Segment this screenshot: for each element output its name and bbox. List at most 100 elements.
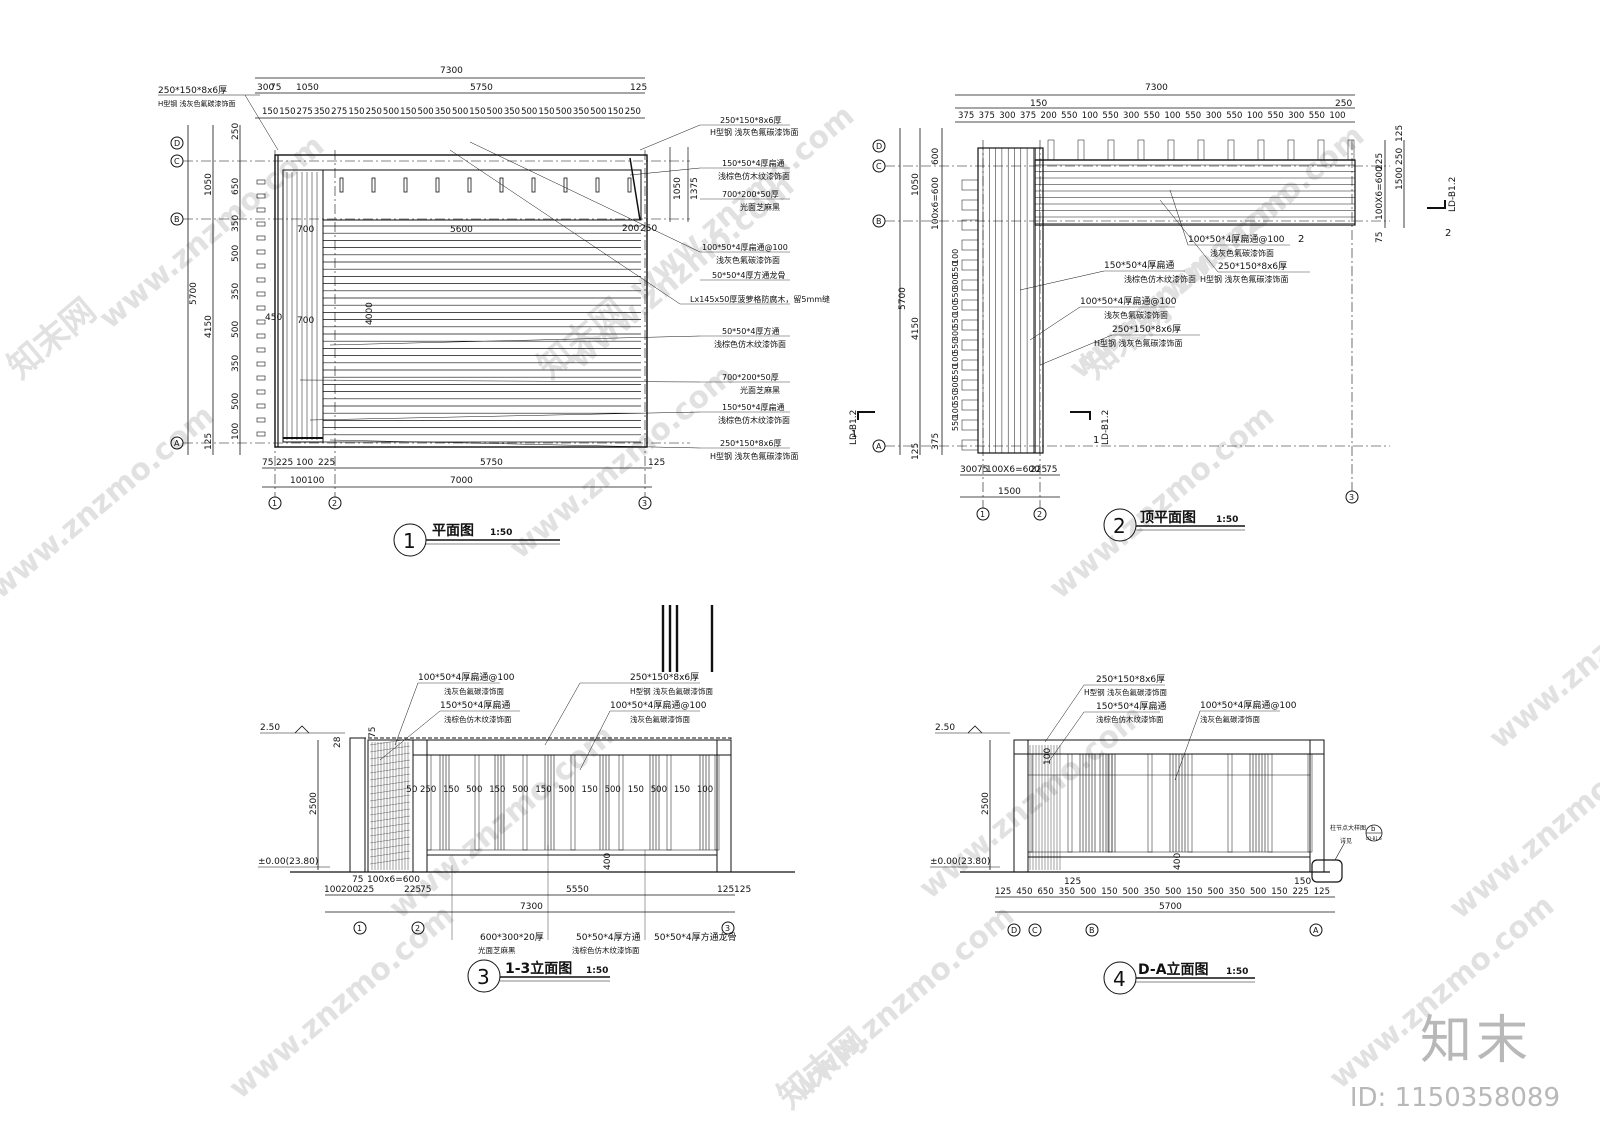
edge-block (256, 179, 266, 185)
dim-text: 150 (628, 785, 644, 795)
dim-text: 550 (1267, 111, 1283, 121)
axis-label: 2 (415, 924, 420, 933)
elev13-dims-bottom: 100 200 225 75 100x6=600 225 75 5550 125… (324, 875, 751, 913)
note-text: 光面芝麻黑 (740, 202, 780, 212)
leader (309, 411, 701, 421)
leader (1159, 199, 1219, 273)
watermark-text: www.znzmo.com (1133, 118, 1371, 326)
dim-text: 400 (1173, 853, 1183, 870)
dim-text: 5700 (898, 287, 908, 310)
hatch-line (369, 752, 411, 760)
note-text: 浅棕色仿木纹漆饰面 (444, 714, 512, 724)
dim-text: 5700 (1159, 902, 1182, 912)
note-text: 浅灰色氟碳漆饰面 (630, 714, 690, 724)
post (522, 754, 528, 851)
dim-text: 600 (931, 148, 941, 165)
dim-text: 700 (297, 225, 314, 235)
leader (329, 439, 701, 449)
dim-text: 4000 (365, 302, 375, 325)
dim-text: 150 (1030, 99, 1047, 109)
dim-text: 350 (231, 355, 241, 372)
beam-stub (531, 177, 536, 193)
dim-text: 1050 (296, 83, 319, 93)
watermark-text: 知末网 (0, 291, 104, 387)
dim-text: 125 (1314, 887, 1330, 897)
leader (449, 149, 681, 305)
edge-block (256, 319, 266, 325)
dim-text: 100x6=600 (931, 177, 941, 230)
note-text: 50*50*4厚方通龙骨 (654, 931, 737, 943)
drawing-number: 4 (1113, 967, 1126, 991)
beam-block (1047, 139, 1055, 161)
drawing-scale: 1:50 (1226, 967, 1248, 977)
plan-dim-total: 7300 (440, 66, 463, 76)
plan-deck-boards (323, 225, 641, 443)
section-number: 2 (1298, 234, 1304, 245)
dim-text: 250 (625, 107, 641, 117)
dim-text: 5600 (450, 225, 473, 235)
beam-block (961, 399, 979, 411)
dim-text: 375 (1020, 111, 1036, 121)
dim-text: 100 (1329, 111, 1345, 121)
note-text: 浅灰色氟碳漆饰面 (444, 686, 504, 696)
elevda-wood-hatch (1029, 745, 1061, 870)
hatch-line (369, 843, 411, 851)
roof-title-block: 2 顶平面图 1:50 (1103, 508, 1245, 542)
dim-text: 4150 (204, 315, 214, 338)
note-text: H型钢 浅灰色氟碳漆饰面 (630, 686, 714, 696)
dim-text: 75 (352, 875, 363, 885)
note-text: 50*50*4厚方通龙骨 (712, 270, 785, 280)
watermark-text: 知末网 (770, 1021, 874, 1117)
note-text: 150*50*4厚扁通 (1104, 259, 1174, 271)
elev13-structure (290, 737, 795, 873)
dim-text: 550 (951, 313, 960, 328)
axis-label: 3 (725, 924, 730, 933)
axis-label: D (174, 139, 180, 148)
note-text: 浅棕色仿木纹漆饰面 (1096, 714, 1164, 724)
callout-ref: b (1371, 825, 1376, 833)
dim-text: 500 (452, 107, 468, 117)
watermark-text: www.znzmo.com (93, 128, 331, 336)
hatch-line (369, 815, 411, 823)
dim-text: 75 (368, 727, 378, 738)
dim-text: 100 (296, 458, 313, 468)
hatch-line (369, 822, 411, 830)
note-text: 700*200*50厚 (722, 190, 779, 199)
beam-block (1227, 139, 1235, 161)
plan-structure (256, 154, 648, 448)
note-text: 150*50*4厚扁通 (440, 699, 510, 711)
note-text: 100*50*4厚扁通@100 (610, 699, 707, 711)
beam-stub (339, 177, 344, 193)
dim-text: 1375 (690, 177, 700, 200)
beam-block (1107, 139, 1115, 161)
dim-text: 350 (1059, 887, 1075, 897)
dim-text: 550 (1185, 111, 1201, 121)
beam-stub (499, 177, 504, 193)
dim-text: 500 (231, 393, 241, 410)
dim-text: 5750 (470, 83, 493, 93)
dim-text: 350 (314, 107, 330, 117)
dim-text: 550 (1102, 111, 1118, 121)
note-text: 100*50*4厚扁通@100 (1080, 295, 1177, 307)
note-text: 光面芝麻黑 (478, 945, 516, 955)
dim-text: 2500 (981, 792, 991, 815)
leader (1044, 684, 1085, 743)
beam-block (961, 439, 979, 451)
drawing-number: 3 (477, 965, 490, 989)
dim-text: 2500 (309, 792, 319, 815)
post (426, 754, 432, 851)
leader (1029, 306, 1081, 341)
level-label: ±0.00(23.80) (930, 857, 990, 867)
leader (469, 141, 701, 253)
beam-block (1077, 139, 1085, 161)
dim-text: 350 (435, 107, 451, 117)
dim-text: 300 (999, 111, 1015, 121)
dim-text: 200 (341, 885, 358, 895)
dim-text: 500 (605, 785, 621, 795)
hatch-line (369, 738, 411, 746)
dim-text: 75 (420, 885, 431, 895)
edge-block (256, 361, 266, 367)
